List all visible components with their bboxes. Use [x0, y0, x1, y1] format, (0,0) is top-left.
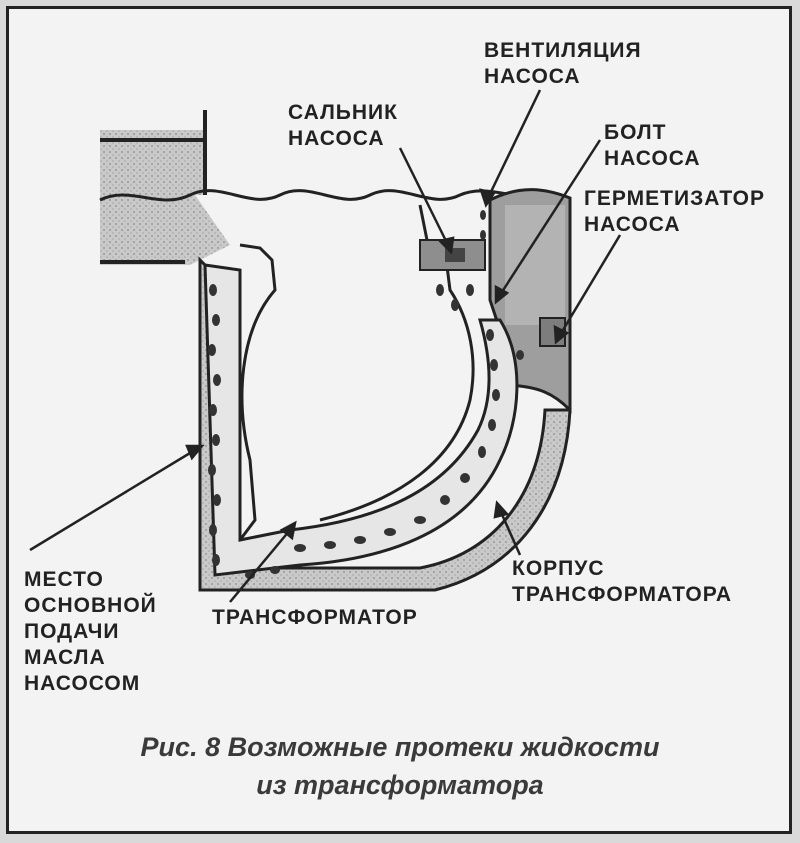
converter-body	[238, 243, 277, 541]
engine-block	[100, 110, 230, 265]
label-pump-bolt: БОЛТ НАСОСА	[604, 121, 701, 170]
label-pump-vent: ВЕНТИЛЯЦИЯ НАСОСА	[484, 39, 642, 88]
caption-line-1: Рис. 8 Возможные протеки жидкости	[140, 732, 660, 762]
oil-droplets	[208, 210, 524, 579]
converter-housing-shell	[198, 256, 572, 592]
label-converter: ТРАНСФОРМАТОР	[212, 606, 418, 629]
oil-channel	[203, 263, 519, 577]
label-pump-seal: САЛЬНИК НАСОСА	[288, 101, 398, 150]
label-main-feed: МЕСТО ОСНОВНОЙ ПОДАЧИ МАСЛА НАСОСОМ	[24, 568, 157, 695]
leader-lines	[29, 89, 622, 603]
label-pump-sealant: ГЕРМЕТИЗАТОР НАСОСА	[584, 187, 765, 236]
label-converter-housing: КОРПУС ТРАНСФОРМАТОРА	[512, 557, 733, 606]
caption-line-2: из трансформатора	[256, 770, 544, 800]
break-line	[99, 189, 546, 202]
